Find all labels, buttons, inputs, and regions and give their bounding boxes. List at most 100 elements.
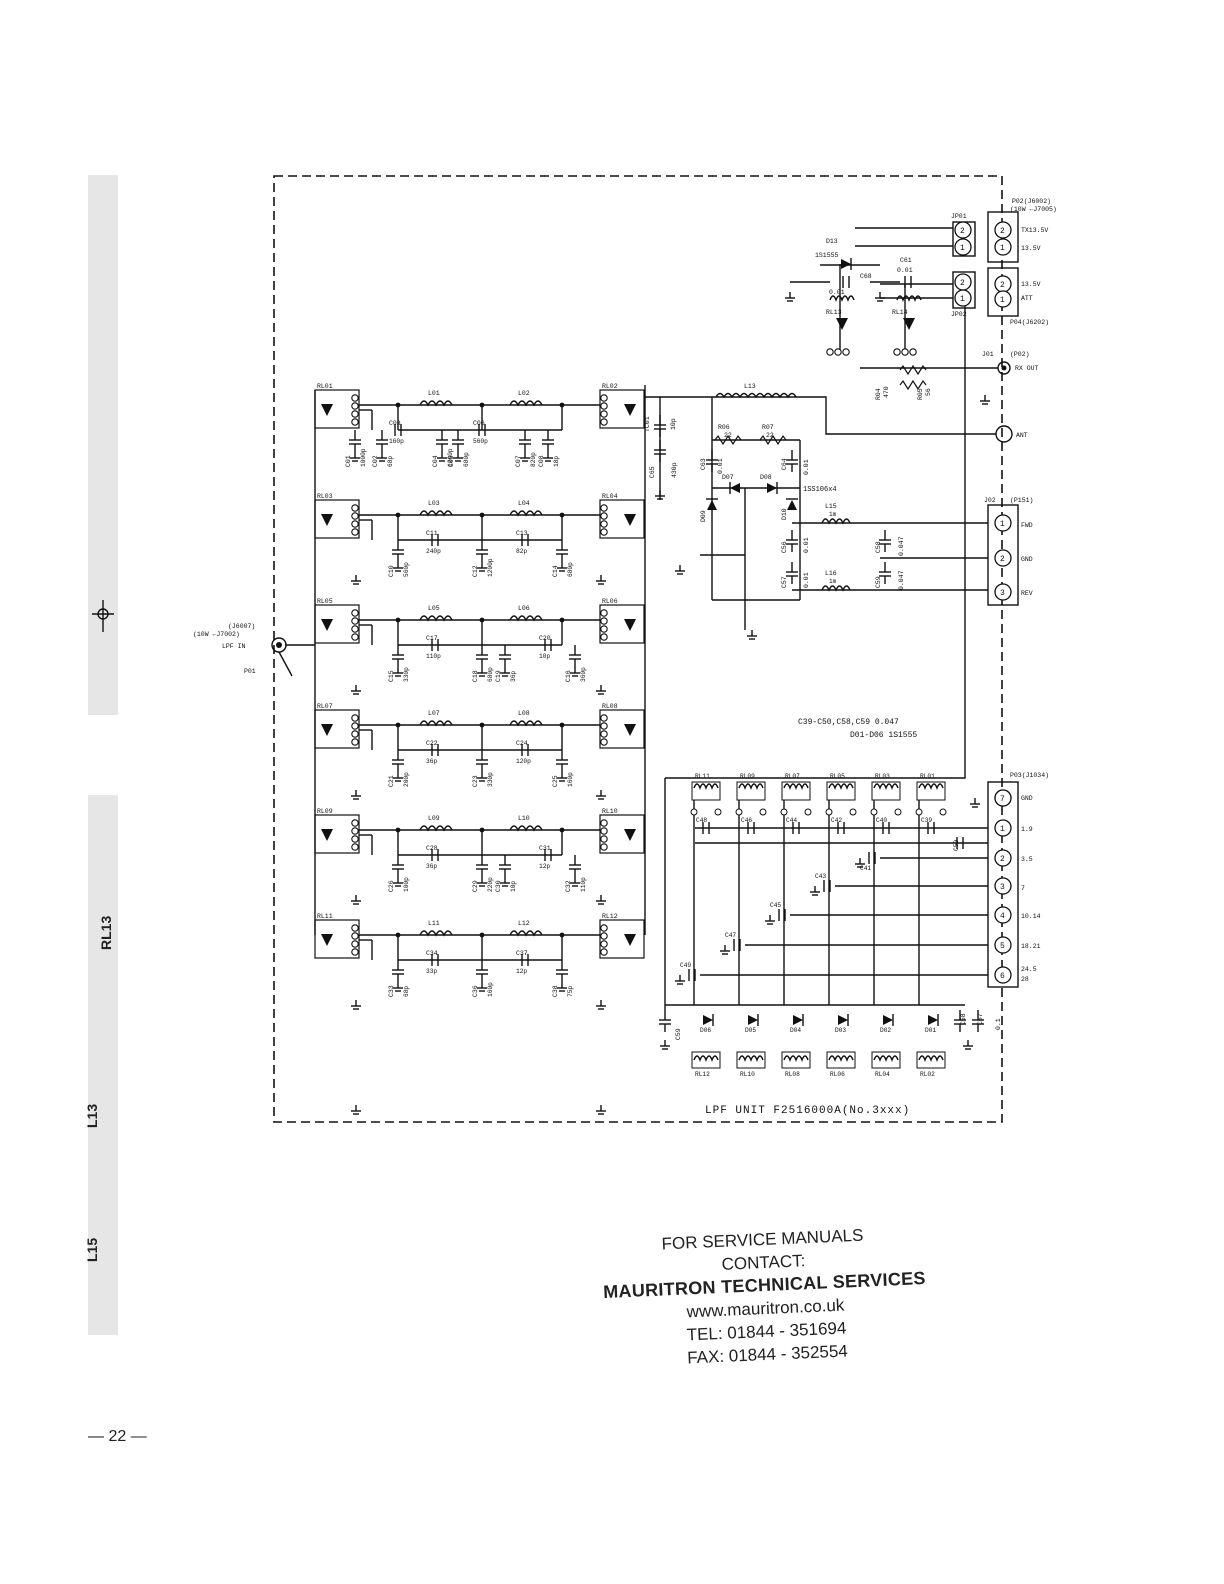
cap-value: 12p xyxy=(539,863,550,870)
decoder-diode-d02 xyxy=(883,1015,893,1025)
junction-dot xyxy=(395,512,401,518)
relay-left-9-contact xyxy=(351,819,359,827)
cap-value: 240p xyxy=(426,548,441,555)
relay-left-1-arm xyxy=(321,404,333,416)
decoder-node xyxy=(804,808,812,816)
decoder-line-cap-label: C49 xyxy=(680,962,691,969)
cap-value: 12p xyxy=(516,968,527,975)
relay-left-11-arm xyxy=(321,934,333,946)
rx-out-label: RX OUT xyxy=(1015,365,1039,372)
relay-left-5-arm xyxy=(321,619,333,631)
cap-value: 820p xyxy=(530,452,537,467)
cap-value: 36p xyxy=(426,863,437,870)
relay-right-8-contact xyxy=(600,714,608,722)
p03-pin-6-circle-number: 6 xyxy=(1000,972,1005,981)
input-port: P01 xyxy=(244,668,256,675)
p03-pin-3.5: 3.5 xyxy=(1021,856,1033,863)
d08-label: D08 xyxy=(760,474,772,481)
cap-value: 200p xyxy=(403,772,410,787)
inductor-l16 xyxy=(821,585,851,592)
decoder-cap-label: C39 xyxy=(921,817,932,824)
rl14-label: RL14 xyxy=(892,309,908,316)
input-ref-1: (J6007) xyxy=(228,623,255,630)
junction-dot xyxy=(559,932,565,938)
cap-label: C03 xyxy=(389,420,401,427)
junction-dot xyxy=(479,722,485,728)
relay-right-10 xyxy=(599,814,645,854)
relay-right-2-contact xyxy=(600,402,608,410)
decoder-bottom-coil xyxy=(828,1055,854,1062)
inductor-label: L07 xyxy=(428,710,440,717)
relay-right-4-arm xyxy=(624,514,636,526)
cap-value: 18p xyxy=(553,456,560,467)
decoder-top-coil xyxy=(828,783,854,790)
inductor-label: L04 xyxy=(518,500,530,507)
decoder-top-relay-label: RL11 xyxy=(695,773,710,780)
relay-left-9-arm xyxy=(321,829,333,841)
relay-left-1-contact xyxy=(351,394,359,402)
decoder-top-relay-label: RL01 xyxy=(920,773,935,780)
p03-pin-6-circle xyxy=(994,966,1012,984)
p02-subtitle: (10W ←J7005) xyxy=(1010,206,1057,213)
relay-right-6-contact xyxy=(600,633,608,641)
jp02-pin-2-circle-number: 2 xyxy=(960,279,965,288)
relay-right-12-contact xyxy=(600,932,608,940)
p03-pin-3-circle xyxy=(994,877,1012,895)
decoder-bottom-relay-label: RL06 xyxy=(830,1071,845,1078)
c64-label: C64 xyxy=(781,458,788,470)
relay-right-10-contact xyxy=(600,843,608,851)
p03-pin-5-circle xyxy=(994,936,1012,954)
decoder-node xyxy=(714,808,722,816)
diode-d13 xyxy=(841,259,851,269)
r07-label: R07 xyxy=(762,424,774,431)
inductor-label: L09 xyxy=(428,815,440,822)
decoder-diode-label: D03 xyxy=(835,1027,846,1034)
p02-pin-1-circle xyxy=(994,238,1012,256)
cap-value: 110p xyxy=(426,653,441,660)
input-label: LPF IN xyxy=(222,643,246,650)
cap-label: C22 xyxy=(426,740,438,747)
relay-contact xyxy=(893,348,901,356)
cap-label: C11 xyxy=(426,530,438,537)
junction-dot xyxy=(559,402,565,408)
d10-label: D10 xyxy=(781,508,788,520)
j02-pin-1-circle-number: 1 xyxy=(1000,520,1005,529)
relay-right-2-contact xyxy=(600,418,608,426)
cap-label: C15 xyxy=(388,670,395,682)
relay-right-4-contact xyxy=(600,528,608,536)
resistor-r07 xyxy=(759,434,787,446)
decoder-top-coil xyxy=(918,783,944,790)
inductor-label: L01 xyxy=(428,390,440,397)
cap-value: 68p xyxy=(387,456,394,467)
cap-label: C31 xyxy=(539,845,551,852)
cap-value: 330p xyxy=(403,667,410,682)
junction-dot xyxy=(395,827,401,833)
decoder-c59: C59 xyxy=(675,1028,682,1040)
cap-value: 360p xyxy=(580,667,587,682)
l16-value: 1m xyxy=(829,578,837,585)
relay-right-12-contact xyxy=(600,948,608,956)
decoder-top-coil xyxy=(873,783,899,790)
relay-left-7-contact xyxy=(351,730,359,738)
cap-value: 220p xyxy=(487,877,494,892)
relay-left-3-contact xyxy=(351,520,359,528)
decoder-node xyxy=(939,808,947,816)
cap-value: 68p xyxy=(403,986,410,997)
decoder-diode-d05 xyxy=(748,1015,758,1025)
relay-contact xyxy=(842,348,850,356)
cap-value: 560p xyxy=(403,562,410,577)
cap-value: 160p xyxy=(389,438,404,445)
jp01-pin-1-circle-number: 1 xyxy=(960,244,965,253)
relay-right-6-contact xyxy=(600,609,608,617)
p03-pin-2-circle-number: 2 xyxy=(1000,855,1005,864)
decoder-bottom-coil xyxy=(873,1055,899,1062)
relay-left-1-contact xyxy=(351,418,359,426)
cap-label: C08 xyxy=(538,455,545,467)
relay-right-8-contact xyxy=(600,730,608,738)
relay-right-8-label: RL08 xyxy=(602,703,618,710)
relay-right-12-arm xyxy=(624,934,636,946)
decoder-diode-label: D04 xyxy=(790,1027,801,1034)
c61-label: C61 xyxy=(900,257,912,264)
jp01-pin-2-circle xyxy=(954,221,972,239)
